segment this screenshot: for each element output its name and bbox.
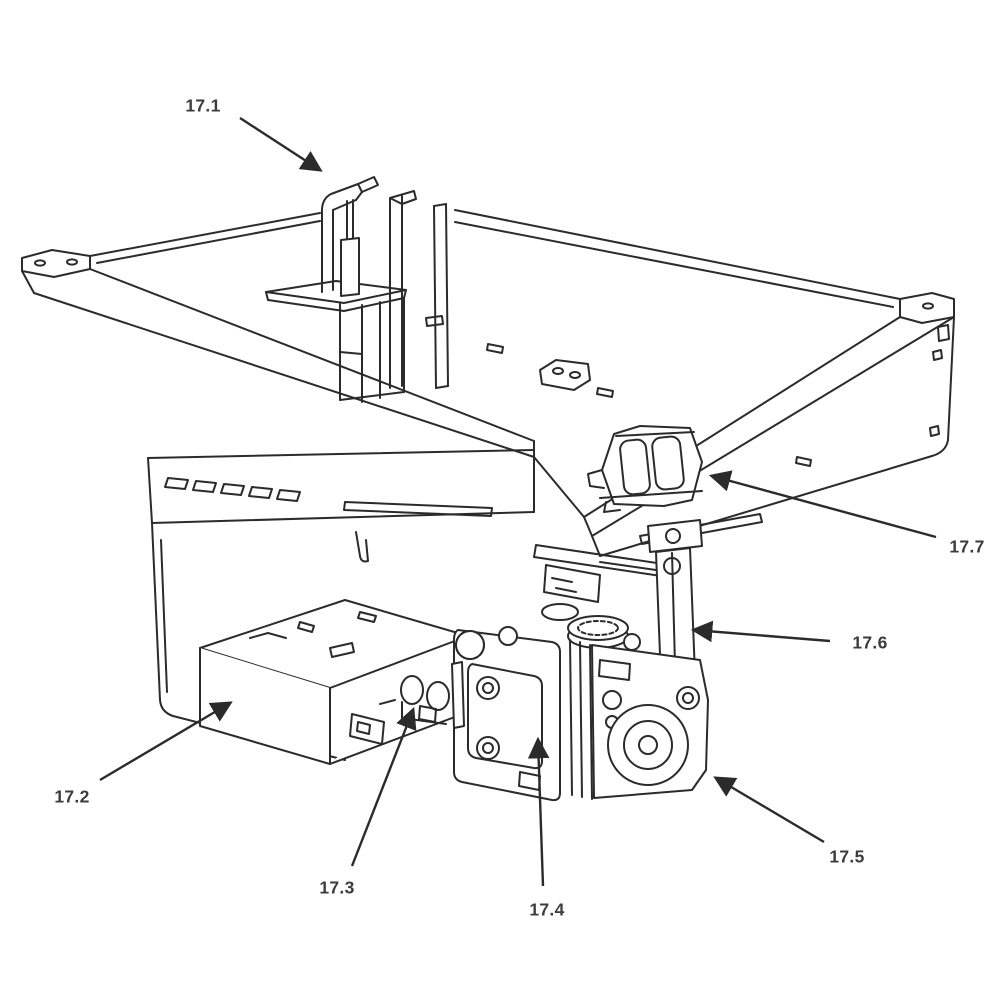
callout-label-17-5: 17.5 — [829, 846, 865, 867]
callout-label-17-3: 17.3 — [319, 877, 355, 898]
callout-label-17-6: 17.6 — [852, 632, 888, 653]
callout-arrow-17-4 — [527, 736, 550, 887]
callout-arrow-17-7 — [708, 470, 937, 539]
assembly-drawing — [21, 176, 955, 802]
callout-label-17-2: 17.2 — [54, 786, 90, 807]
callout-label-17-1: 17.1 — [185, 95, 221, 116]
callout-arrow-17-1 — [239, 116, 323, 172]
callout-arrow-17-3 — [350, 706, 417, 867]
callout-label-17-4: 17.4 — [529, 899, 565, 920]
callout-arrow-17-2 — [99, 701, 233, 782]
callout-arrow-17-6 — [690, 620, 831, 643]
callout-arrow-17-5 — [713, 776, 825, 844]
callout-label-17-7: 17.7 — [949, 536, 985, 557]
